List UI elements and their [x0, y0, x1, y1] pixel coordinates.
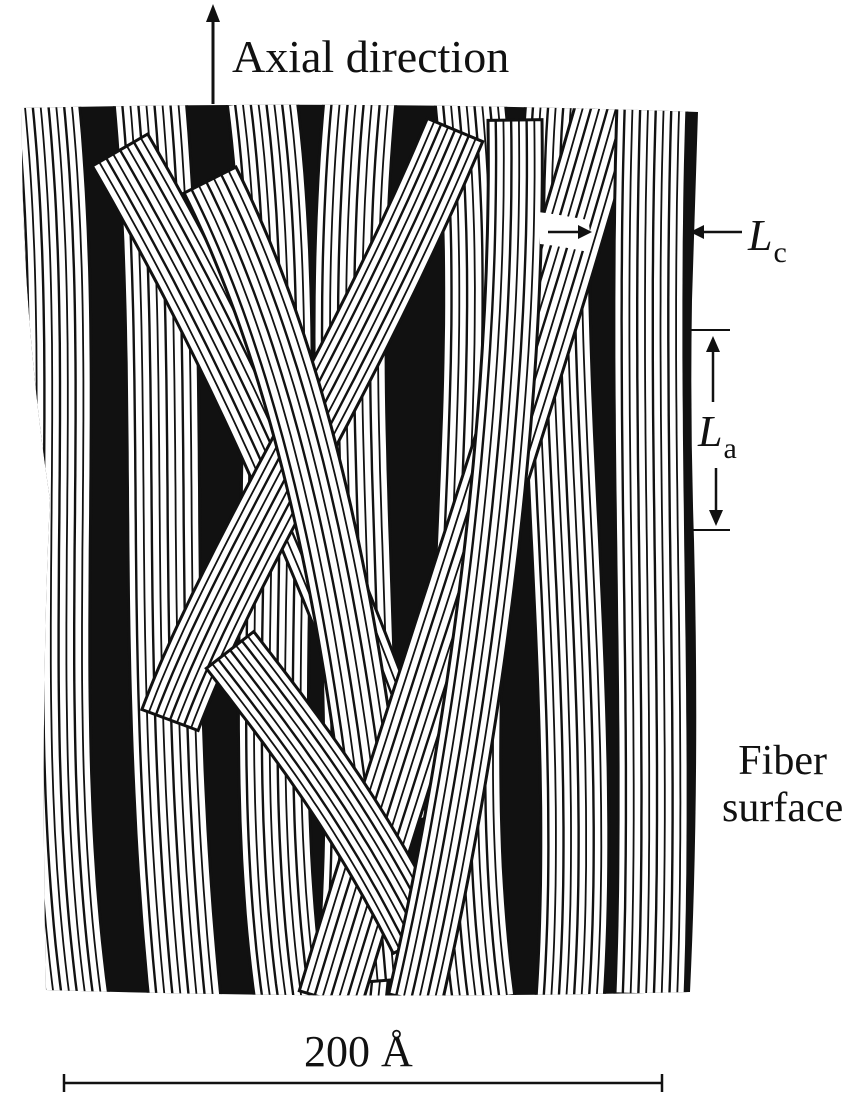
ribbon-stripe: [620, 104, 628, 995]
ribbon-stripe: [62, 104, 95, 996]
ribbon-stripe: [651, 105, 659, 996]
fiber-ribbon-bundle: [21, 104, 698, 996]
ribbon-stripe: [54, 104, 87, 996]
fiber-ribbon: [204, 629, 449, 956]
fiber-surface-label: Fiber surface: [722, 738, 843, 832]
ribbon-stripe: [211, 663, 401, 951]
ribbon-stripe: [675, 105, 682, 996]
ribbon-stripe: [667, 105, 674, 996]
ribbon-stripe: [235, 644, 428, 938]
ribbon-stripe: [39, 104, 71, 996]
la-symbol: L: [698, 407, 723, 456]
ribbon-stripe: [46, 104, 79, 996]
fiber-ribbon: [386, 118, 544, 996]
la-crystallite-length-dimension: [686, 329, 730, 531]
fiber-surface-line1: Fiber: [738, 738, 827, 784]
axial-direction-label: Axial direction: [232, 31, 510, 82]
ribbon-stripe: [628, 104, 635, 995]
ribbon-stripe: [217, 658, 408, 948]
fiber-ribbon: [612, 104, 690, 996]
la-subscript: a: [723, 432, 737, 465]
ribbon-stripe: [247, 635, 441, 931]
ribbon-stripe: [425, 119, 529, 996]
ribbon-stripe: [395, 120, 498, 996]
lc-symbol: L: [748, 211, 773, 260]
ribbon-stripe: [636, 104, 643, 995]
lc-subscript: c: [773, 236, 787, 269]
ribbon-stripe: [417, 119, 521, 996]
ribbon-stripe: [432, 119, 536, 996]
ribbon-stripe: [240, 640, 435, 934]
lc-crystallite-width-arrows: [538, 212, 742, 252]
ribbon-stripe: [120, 104, 159, 996]
axial-direction-arrow: [206, 4, 220, 104]
ribbon-stripe: [644, 104, 651, 995]
scale-bar-label: 200 Å: [304, 1027, 413, 1076]
ribbon-body: [386, 118, 544, 996]
ribbon-stripe: [402, 120, 505, 996]
scale-bar: [62, 1074, 664, 1092]
ribbon-stripe: [70, 104, 102, 996]
fiber-surface-line2: surface: [722, 785, 844, 832]
ribbon-stripe: [229, 649, 422, 941]
ribbon-stripe: [223, 654, 415, 944]
ribbon-body: [612, 104, 690, 996]
ribbon-stripe: [410, 120, 513, 996]
lc-label: Lc: [748, 211, 787, 268]
la-label: La: [698, 407, 737, 464]
ribbon-stripe: [659, 105, 666, 996]
